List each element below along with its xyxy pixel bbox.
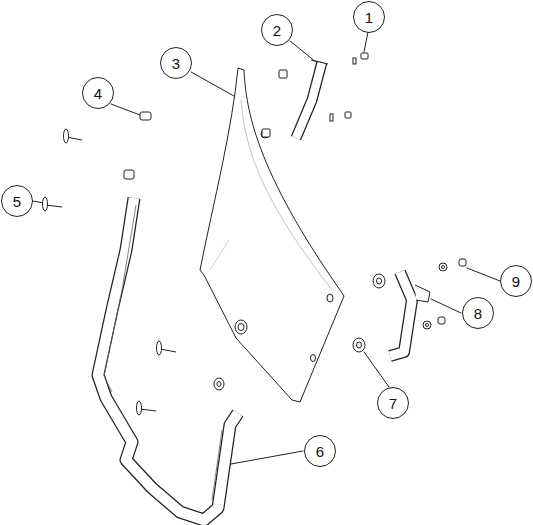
- callout-number: 4: [94, 86, 102, 101]
- callout-number: 7: [389, 396, 397, 411]
- callout-circle: 4: [82, 77, 114, 109]
- callout-number: 5: [13, 194, 21, 209]
- callout-circle: 6: [304, 435, 336, 467]
- callout-number: 6: [316, 444, 324, 459]
- callout-circle: 1: [353, 1, 385, 33]
- callout-circle: 3: [160, 47, 192, 79]
- callout-number: 3: [172, 56, 180, 71]
- callout-number: 9: [512, 274, 520, 289]
- callout-circle: 8: [462, 297, 494, 329]
- callout-circle: 5: [1, 185, 33, 217]
- callout-number: 2: [273, 23, 281, 38]
- callout-number: 8: [474, 306, 482, 321]
- callout-circle: 2: [261, 14, 293, 46]
- callout-number: 1: [365, 10, 373, 25]
- callout-circle: 7: [377, 387, 409, 419]
- callout-circle: 9: [500, 265, 532, 297]
